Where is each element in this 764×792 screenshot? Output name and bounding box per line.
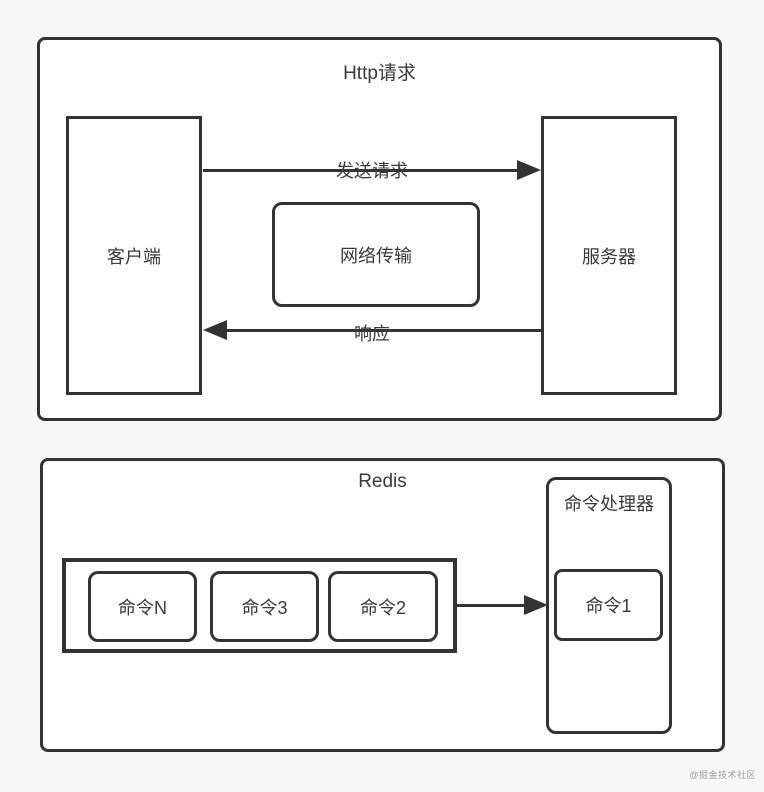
- server-node-label: 服务器: [582, 246, 636, 267]
- queue-arrowhead-icon: [524, 595, 548, 615]
- response-arrow-label: 响应: [354, 324, 390, 344]
- response-arrow-line: [221, 329, 541, 332]
- send-arrow-label: 发送请求: [336, 161, 408, 181]
- queue-command-node: 命令2: [328, 571, 438, 642]
- response-arrowhead-icon: [203, 320, 227, 340]
- queue-command-label: 命令2: [359, 597, 406, 618]
- network-node: 网络传输: [272, 202, 480, 307]
- redis-diagram-title: Redis: [358, 471, 407, 492]
- network-node-label: 网络传输: [340, 245, 412, 266]
- watermark: @掘金技术社区: [689, 770, 756, 780]
- queue-command-node: 命令N: [88, 571, 197, 642]
- send-arrowhead-icon: [517, 160, 541, 180]
- queue-command-label: 命令N: [118, 597, 167, 618]
- processor-command-label: 命令1: [585, 596, 632, 616]
- processor-node-title: 命令处理器: [564, 494, 654, 514]
- client-node: 客户端: [66, 116, 202, 395]
- queue-command-label: 命令3: [241, 597, 288, 618]
- processor-command-node: 命令1: [554, 569, 663, 641]
- send-arrow-line: [203, 169, 523, 172]
- client-node-label: 客户端: [107, 246, 161, 267]
- server-node: 服务器: [541, 116, 677, 395]
- queue-arrow-line: [457, 604, 527, 607]
- http-diagram-title: Http请求: [343, 63, 416, 84]
- queue-command-node: 命令3: [210, 571, 319, 642]
